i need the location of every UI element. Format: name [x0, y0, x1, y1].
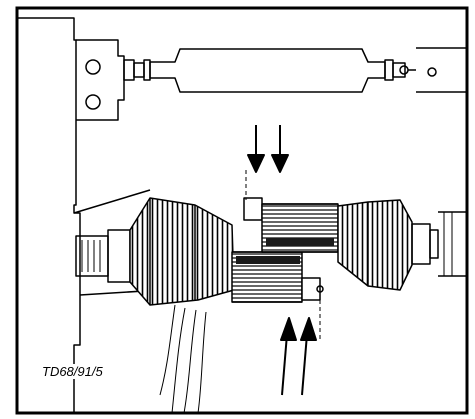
- bracket-hole-lower: [85, 94, 101, 110]
- arrows-up-pair: [280, 317, 317, 396]
- right-stub-shaft: [411, 211, 467, 277]
- figure-reference-code: TD68/91/5: [40, 364, 105, 379]
- arrows-down-pair: [247, 125, 289, 173]
- propeller-shaft: [123, 47, 467, 93]
- alignment-guide: [245, 170, 321, 340]
- gaiter-right: [337, 199, 413, 291]
- right-bracket-hole: [427, 67, 437, 77]
- shaft-half-lower: [231, 251, 324, 303]
- bracket-hole-upper: [85, 59, 101, 75]
- shaft-half-upper: [243, 197, 339, 253]
- motion-lines: [159, 304, 207, 413]
